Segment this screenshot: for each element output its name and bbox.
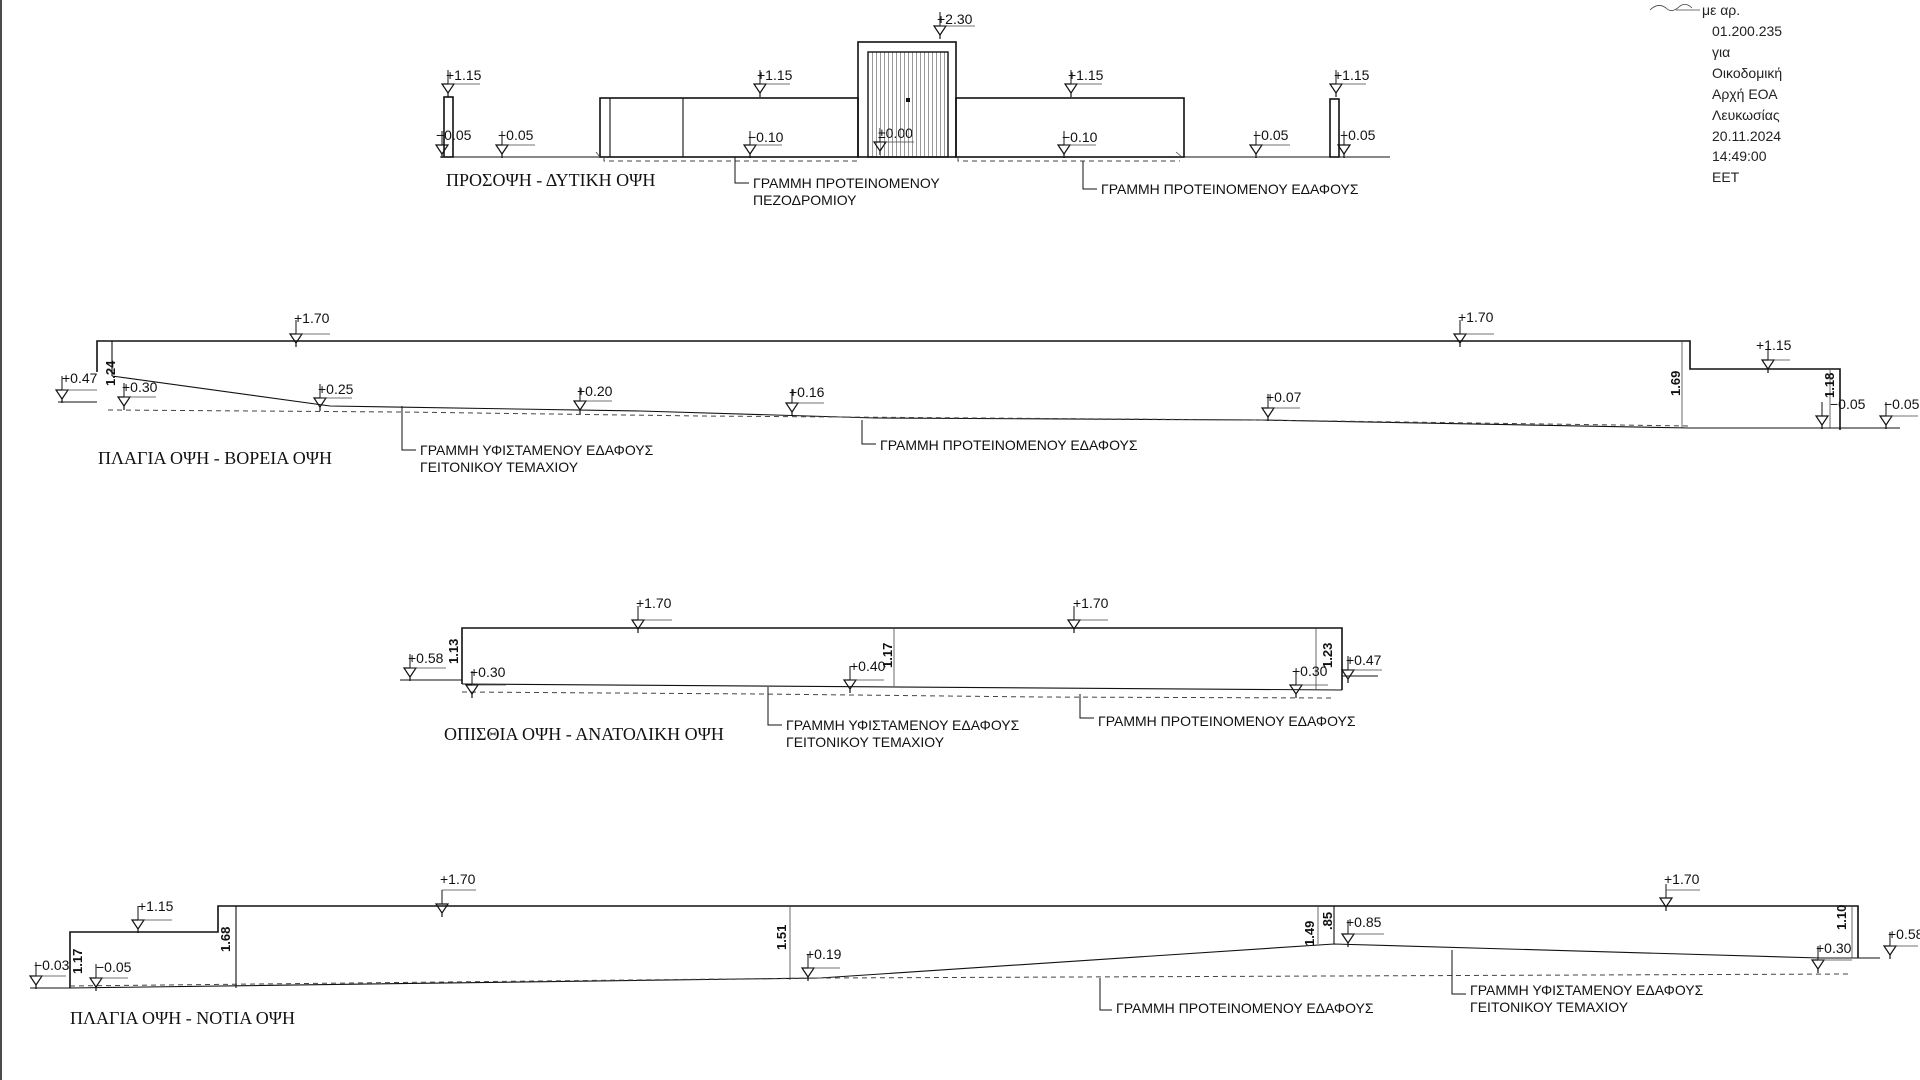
south-level-top-r: +1.70	[1664, 871, 1700, 887]
south-dim-151: 1.51	[774, 925, 789, 950]
north-level-m005b: −0.05	[1884, 396, 1920, 412]
north-note-existing-1: ΓΡΑΜΜΗ ΥΦΙΣΤΑΜΕΝΟΥ ΕΔΑΦΟΥΣ	[420, 442, 654, 458]
west-right-wall	[955, 97, 1185, 158]
north-note-existing-2: ΓΕΙΤΟΝΙΚΟΥ ΤΕΜΑΧΙΟΥ	[420, 459, 579, 475]
stamp-line-1: με αρ.	[1702, 2, 1740, 18]
south-level-030: +0.30	[1816, 940, 1852, 956]
south-level-085: +0.85	[1346, 914, 1382, 930]
stamp-line-6: Λευκωσίας	[1712, 107, 1780, 123]
south-existing-ground	[30, 943, 1880, 989]
east-elevation: +1.70 +1.70 +0.58 +0.30 +0.40 +0.30 +0.4…	[400, 595, 1382, 750]
south-level-m005: −0.05	[96, 959, 132, 975]
north-level-025: +0.25	[318, 381, 354, 397]
east-note-proposed: ΓΡΑΜΜΗ ΠΡΟΤΕΙΝΟΜΕΝΟΥ ΕΔΑΦΟΥΣ	[1098, 713, 1356, 729]
south-dim-149: 1.49	[1302, 921, 1317, 946]
east-level-058: +0.58	[408, 650, 444, 666]
west-level-lpier: +1.15	[446, 67, 482, 83]
north-level-m005a: −0.05	[1830, 396, 1866, 412]
south-level-019: +0.19	[806, 946, 842, 962]
south-dim-168: 1.68	[218, 927, 233, 952]
south-note-existing-1: ΓΡΑΜΜΗ ΥΦΙΣΤΑΜΕΝΟΥ ΕΔΑΦΟΥΣ	[1470, 982, 1704, 998]
south-dim-110: 1.10	[1834, 905, 1849, 930]
north-level-030: +0.30	[122, 379, 158, 395]
east-level-030a: +0.30	[470, 664, 506, 680]
east-level-top-r: +1.70	[1073, 595, 1109, 611]
north-wall-outline	[96, 340, 1841, 430]
stamp-line-7: 20.11.2024	[1712, 128, 1781, 144]
north-dim-118: 1.18	[1822, 373, 1837, 398]
south-level-m003: −0.03	[34, 957, 70, 973]
stamp-line-4: Οικοδομική	[1712, 65, 1782, 81]
west-level-rwall: +1.15	[1068, 67, 1104, 83]
stamp-line-3: για	[1712, 44, 1730, 60]
south-dim-085: .85	[1320, 912, 1335, 930]
west-level-top: +2.30	[937, 11, 973, 27]
west-level-gate: ±0.00	[878, 125, 913, 141]
west-note-sidewalk-2: ΠΕΖΟΔΡΟΜΙΟΥ	[753, 192, 857, 208]
west-gate-door	[867, 51, 949, 158]
east-dim-113: 1.13	[446, 639, 461, 664]
south-level-115: +1.15	[138, 898, 174, 914]
north-level-047: +0.47	[62, 370, 98, 386]
south-elevation-title: ΠΛΑΓΙΑ ΟΨΗ - ΝΟΤΙΑ ΟΨΗ	[70, 1008, 295, 1028]
south-wall-outline	[69, 905, 1859, 988]
west-level-l2: −0.05	[498, 127, 534, 143]
west-level-r1: −0.05	[1253, 127, 1289, 143]
north-level-115: +1.15	[1756, 337, 1792, 353]
west-elevation: +2.30 +1.15 −0.05 −0.05 +1.15 −0.10 ±0.0…	[435, 11, 1390, 208]
south-level-top-l: +1.70	[440, 871, 476, 887]
south-dim-117: 1.17	[70, 949, 85, 974]
west-left-wall	[599, 97, 859, 158]
east-dim-123: 1.23	[1320, 643, 1335, 668]
south-note-proposed: ΓΡΑΜΜΗ ΠΡΟΤΕΙΝΟΜΕΝΟΥ ΕΔΑΦΟΥΣ	[1116, 1000, 1374, 1016]
west-note-sidewalk-1: ΓΡΑΜΜΗ ΠΡΟΤΕΙΝΟΜΕΝΟΥ	[753, 175, 940, 191]
east-level-030b: +0.30	[1292, 663, 1328, 679]
west-right-pier	[1329, 98, 1340, 158]
north-elevation-title: ΠΛΑΓΙΑ ΟΨΗ - ΒΟΡΕΙΑ ΟΨΗ	[98, 448, 332, 468]
stamp-line-5: Αρχή ΕΟΑ	[1712, 86, 1778, 102]
west-note-ground: ΓΡΑΜΜΗ ΠΡΟΤΕΙΝΟΜΕΝΟΥ ΕΔΑΦΟΥΣ	[1101, 181, 1359, 197]
east-elevation-title: ΟΠΙΣΘΙΑ ΟΨΗ - ΑΝΑΤΟΛΙΚΗ ΟΨΗ	[444, 724, 724, 744]
south-note-existing-2: ΓΕΙΤΟΝΙΚΟΥ ΤΕΜΑΧΙΟΥ	[1470, 999, 1629, 1015]
west-level-r2: −0.05	[1340, 127, 1376, 143]
north-level-020: +0.20	[577, 383, 613, 399]
west-level-lwall: +1.15	[757, 67, 793, 83]
east-proposed-ground	[461, 691, 1333, 699]
north-level-top-r: +1.70	[1458, 309, 1494, 325]
west-level-rpier: +1.15	[1334, 67, 1370, 83]
east-note-existing-2: ΓΕΙΤΟΝΙΚΟΥ ΤΕΜΑΧΙΟΥ	[786, 734, 945, 750]
east-level-047: +0.47	[1346, 652, 1382, 668]
stamp-line-8: 14:49:00	[1712, 148, 1767, 164]
north-elevation: +1.70 +1.70 +0.47 +0.30 +0.25 +0.20 +0.1…	[55, 309, 1920, 475]
signature-scribble	[1649, 4, 1693, 11]
south-level-058: +0.58	[1888, 926, 1920, 942]
north-level-016: +0.16	[789, 384, 825, 400]
north-level-007: +0.07	[1266, 389, 1302, 405]
east-level-top-l: +1.70	[636, 595, 672, 611]
stamp-line-2: 01.200.235	[1712, 23, 1782, 39]
approval-stamp: με αρ. 01.200.235 για Οικοδομική Αρχή ΕΟ…	[1649, 2, 1782, 185]
west-level-lwalk: −0.10	[748, 129, 784, 145]
east-level-040: +0.40	[850, 658, 886, 674]
west-level-rwalk: −0.10	[1062, 129, 1098, 145]
north-dim-124: 1.24	[103, 360, 118, 386]
east-note-existing-1: ΓΡΑΜΜΗ ΥΦΙΣΤΑΜΕΝΟΥ ΕΔΑΦΟΥΣ	[786, 717, 1020, 733]
west-elevation-title: ΠΡΟΣΟΨΗ - ΔΥΤΙΚΗ ΟΨΗ	[446, 170, 655, 190]
east-wall-outline	[461, 627, 1343, 690]
north-note-proposed: ΓΡΑΜΜΗ ΠΡΟΤΕΙΝΟΜΕΝΟΥ ΕΔΑΦΟΥΣ	[880, 437, 1138, 453]
north-dim-169: 1.69	[1668, 371, 1683, 396]
east-existing-ground	[461, 683, 1343, 691]
north-existing-ground	[111, 375, 1900, 429]
east-dim-117: 1.17	[880, 643, 895, 668]
north-level-top-l: +1.70	[294, 310, 330, 326]
stamp-line-9: EET	[1712, 169, 1740, 185]
west-level-l1: −0.05	[436, 127, 472, 143]
south-elevation: +1.70 +1.15 −0.03 −0.05 +0.19 +0.85 +1.7…	[29, 871, 1920, 1028]
